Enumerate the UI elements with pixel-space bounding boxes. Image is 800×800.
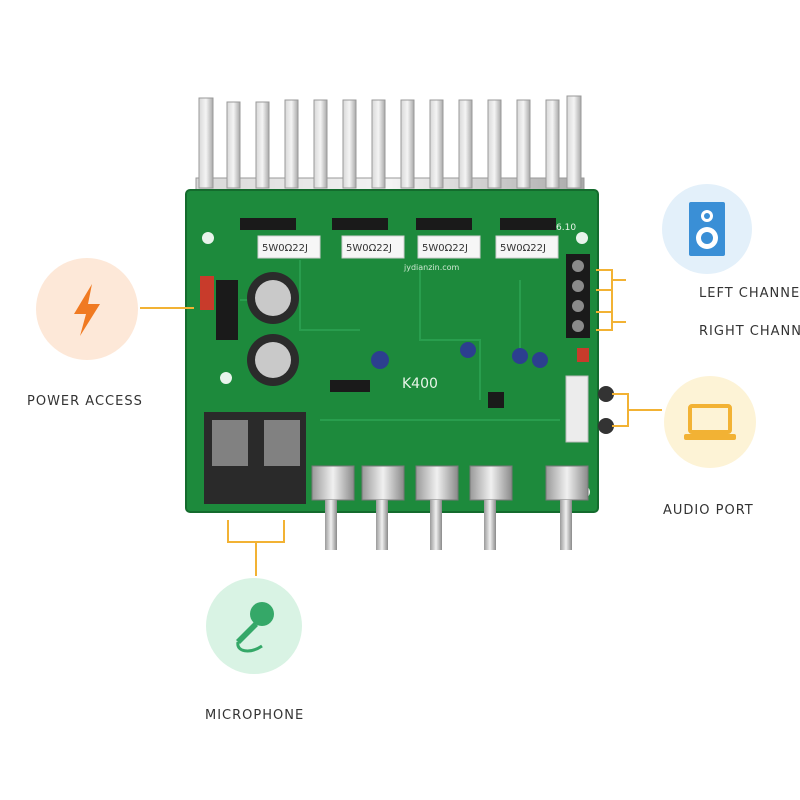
connector-lines	[140, 269, 662, 576]
lightning-icon	[74, 284, 100, 336]
laptop-icon	[684, 404, 736, 440]
microphone-icon	[236, 602, 274, 653]
potentiometers	[311, 465, 589, 550]
resistor-label-4: 5W0Ω22J	[500, 243, 546, 254]
heatsink	[195, 95, 585, 221]
version-label: 6.10	[556, 223, 576, 233]
resistor-label-2: 5W0Ω22J	[346, 243, 392, 254]
microphone-jacks	[204, 412, 306, 504]
capacitors	[247, 272, 548, 386]
audio-port-label: AUDIO PORT	[663, 503, 754, 518]
chip-label: K400	[402, 376, 438, 392]
right-channel-label: RIGHT CHANN	[699, 324, 800, 339]
power-access-label: POWER ACCESS	[27, 394, 143, 409]
audio-icon-circle	[664, 376, 756, 468]
audio-input-connector	[565, 375, 614, 443]
resistor-label-1: 5W0Ω22J	[262, 243, 308, 254]
left-channel-label: LEFT CHANNEL	[699, 286, 800, 301]
speaker-icon	[689, 202, 725, 256]
speaker-icon-circle	[662, 184, 752, 274]
website-label: jydianzin.com	[403, 263, 460, 272]
power-icon-circle	[36, 258, 138, 360]
speaker-terminal	[566, 254, 590, 338]
pcb-board	[185, 189, 614, 550]
microphone-icon-circle	[206, 578, 302, 674]
microphone-label: MICROPHONE	[205, 708, 305, 723]
resistor-label-3: 5W0Ω22J	[422, 243, 468, 254]
